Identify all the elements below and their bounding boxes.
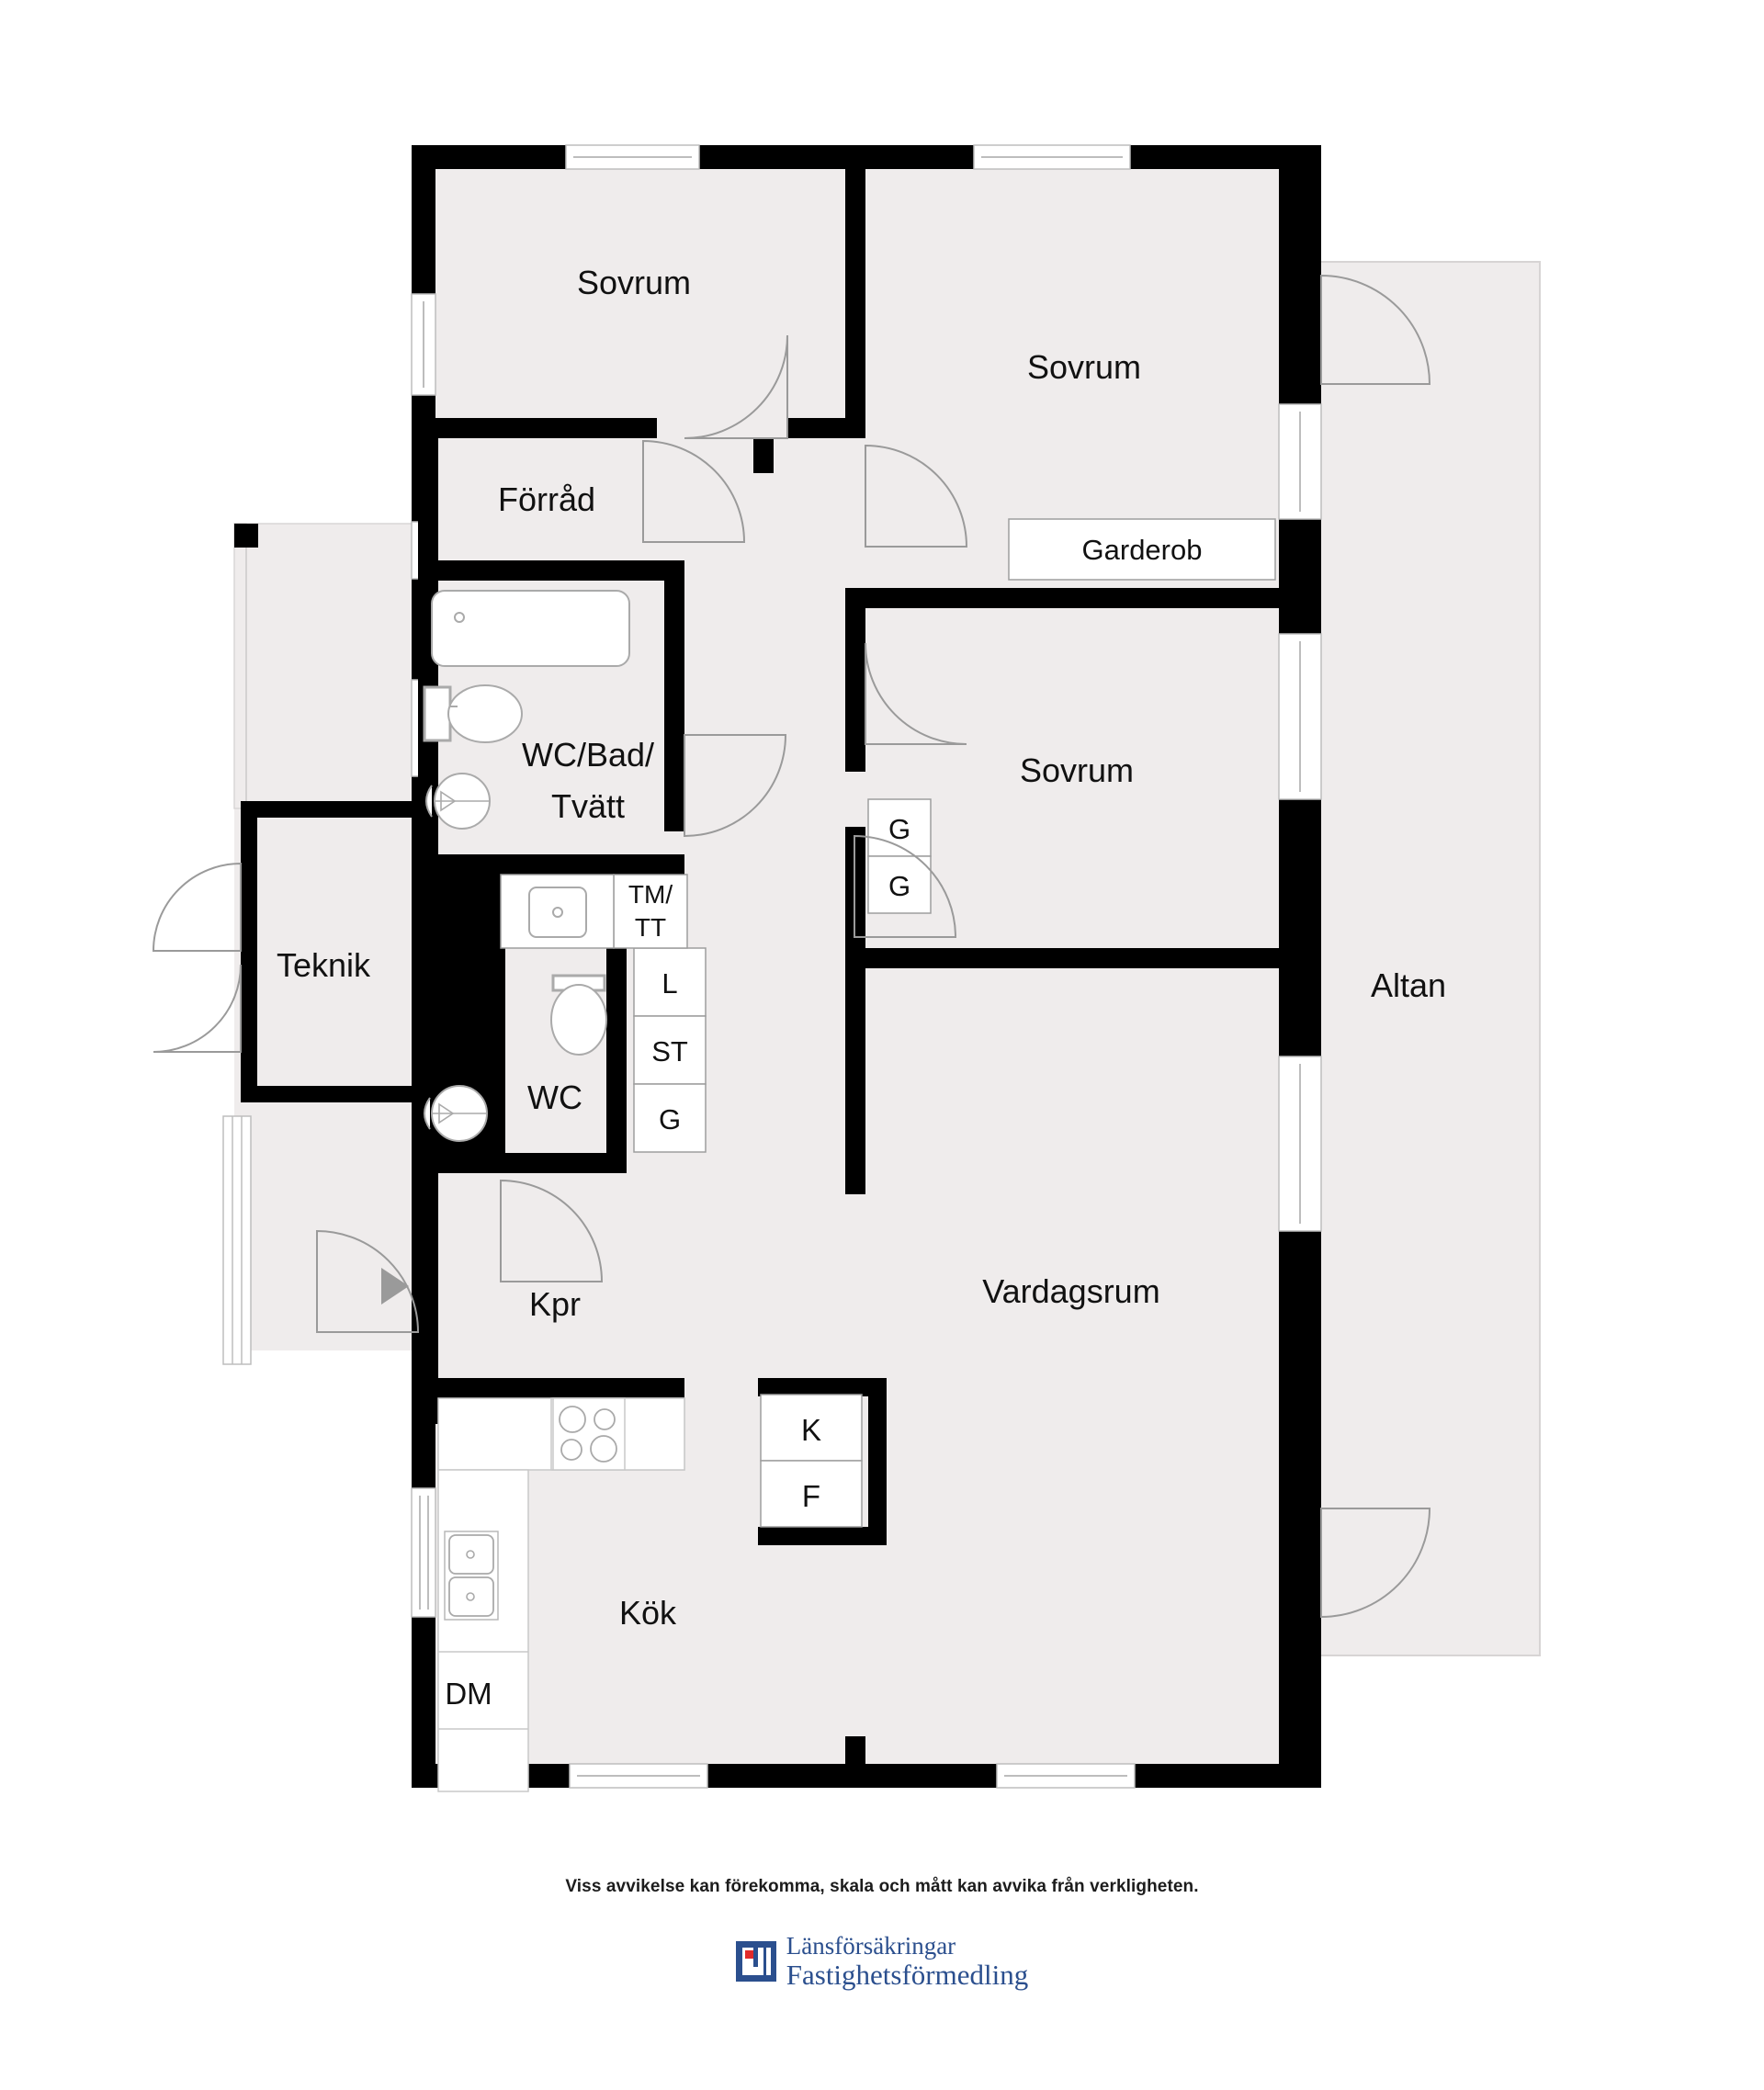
wall-teknik-top (241, 801, 429, 818)
closet-boxes (500, 518, 1276, 1528)
closet-g-box (633, 1083, 707, 1153)
appliance-k-box (760, 1394, 863, 1462)
door-sovrum1 (684, 334, 788, 439)
room-label-forrad: Förråd (498, 480, 595, 518)
wall-teknik-bottom (241, 1086, 429, 1102)
logo-line-1: Länsförsäkringar (786, 1932, 956, 1960)
room-label-wc-bad-tvatt-line2: Tvätt (551, 787, 625, 825)
window-top-left (565, 144, 700, 170)
sink-2-tap (424, 1097, 431, 1130)
sink-1-tap (425, 785, 433, 818)
closet-l-box (633, 947, 707, 1017)
entry-arrow (381, 1268, 409, 1305)
hob-burner-3 (560, 1439, 582, 1461)
toilet-2-bowl (550, 984, 607, 1056)
door-hall-living (854, 834, 957, 938)
door-teknik-lower (153, 964, 242, 1053)
brand-logo: Länsförsäkringar Fastighetsförmedling (0, 1934, 1764, 1989)
door-kpr (500, 1179, 604, 1282)
room-labels: Sovrum Sovrum Förråd WC/Bad/ Tvätt Sovru… (277, 264, 1446, 1632)
door-forrad (642, 439, 746, 543)
appliance-label-dm: DM (445, 1677, 492, 1711)
room-label-altan: Altan (1371, 966, 1446, 1004)
door-swings (152, 274, 1431, 1619)
room-label-kok: Kök (619, 1594, 677, 1632)
door-bath (684, 734, 787, 838)
window-right-2 (1278, 633, 1322, 800)
disclaimer-text: Viss avvikelse kan förekomma, skala och … (565, 1877, 1199, 1896)
closet-st-box (633, 1015, 707, 1085)
room-label-wc: WC (527, 1079, 582, 1116)
closet-label-l: L (662, 967, 677, 1000)
room-label-kpr: Kpr (529, 1285, 581, 1323)
altan-floor (1313, 261, 1541, 1656)
room-label-wc-bad-tvatt-line1: WC/Bad/ (522, 736, 654, 774)
door-sovrum2 (865, 444, 968, 548)
kitchen-counter-left (437, 1469, 529, 1792)
window-bottom-right (996, 1763, 1136, 1789)
garderob-box (1008, 518, 1276, 581)
door-sovrum3 (865, 642, 967, 745)
altan-outline (1314, 261, 1541, 1656)
room-label-sovrum-3: Sovrum (1020, 751, 1134, 789)
hob-burner-4 (590, 1435, 617, 1463)
door-teknik-upper (152, 862, 242, 952)
closet-label-g-bottom: G (888, 870, 910, 902)
hob-burner-2 (594, 1408, 616, 1430)
toilet-1-tank (423, 685, 452, 742)
door-altan-upper (1320, 274, 1431, 385)
closet-labels: Garderob G G L ST G TM/ TT K F DM (445, 534, 1202, 1711)
room-label-teknik: Teknik (277, 946, 371, 984)
closet-label-garderob: Garderob (1082, 534, 1203, 566)
door-altan-lower (1320, 1508, 1431, 1619)
tm-tt-box (613, 874, 688, 949)
laundry-sink (528, 887, 587, 938)
lansforsakringar-logo-icon (735, 1941, 776, 1982)
room-label-vardagsrum: Vardagsrum (982, 1272, 1159, 1310)
appliance-f-box (760, 1460, 863, 1528)
appliance-label-k: K (801, 1413, 821, 1447)
windows (411, 144, 1322, 1789)
window-bottom-left (569, 1763, 708, 1789)
closet-label-g-top: G (888, 813, 910, 845)
appliance-label-f: F (802, 1479, 820, 1513)
room-label-sovrum-2: Sovrum (1027, 348, 1141, 386)
window-right-3 (1278, 1056, 1322, 1232)
left-annex (222, 523, 429, 1365)
window-right-1 (1278, 403, 1322, 520)
closet-label-st: ST (651, 1035, 688, 1068)
toilet-1-bowl (447, 684, 523, 743)
appliance-label-tm: TM/ (628, 880, 673, 909)
closet-g-bot-box (867, 855, 932, 914)
logo-line-2: Fastighetsförmedling (786, 1959, 1029, 1991)
window-left-sovrum (411, 293, 436, 396)
kitchen-fixtures (437, 1397, 685, 1792)
hob-burner-1 (559, 1406, 586, 1433)
appliance-label-tt: TT (635, 913, 666, 942)
bathtub-drain (454, 612, 465, 623)
window-top-right (973, 144, 1131, 170)
entry-step-panel (222, 1115, 252, 1365)
interior-walls (418, 156, 1286, 1773)
closet-label-g: G (659, 1103, 681, 1135)
bathroom-fixtures (423, 590, 630, 1142)
wall-teknik-left (241, 801, 257, 1102)
bathtub (431, 590, 630, 667)
wall-annex-nub (234, 524, 258, 548)
window-left-kitchen (411, 1487, 436, 1618)
room-label-sovrum-1: Sovrum (577, 264, 691, 301)
door-entry (316, 1229, 420, 1333)
